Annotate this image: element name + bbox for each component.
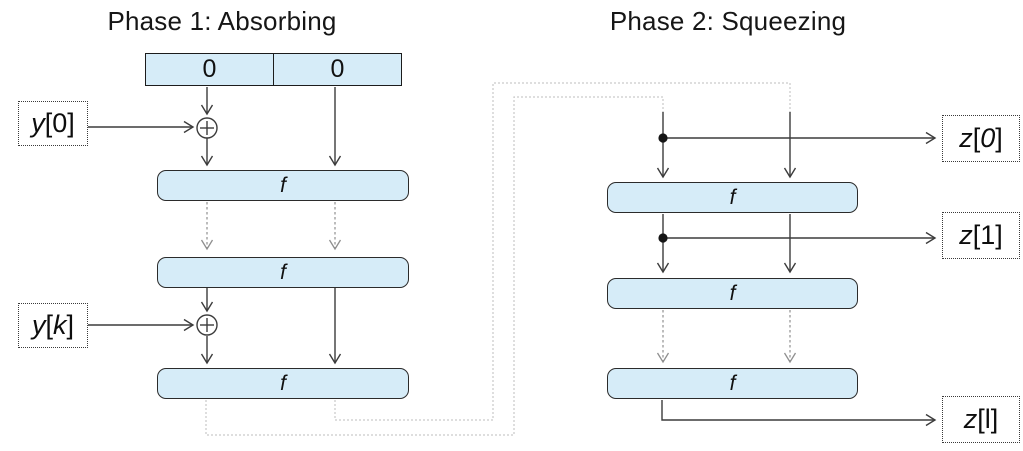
absorb-f-box-3: f (157, 368, 409, 399)
loop-wire-right-port (334, 82, 791, 421)
f-function-label: f (280, 173, 286, 197)
var-name: z (959, 220, 973, 250)
bracket: [ (977, 404, 985, 434)
output-z1-label: z[1] (942, 212, 1020, 259)
bracket: ] (66, 310, 75, 340)
bracket: ] (67, 108, 75, 138)
f-function-label: f (729, 371, 736, 395)
var-name: y (31, 108, 45, 138)
bracket: [ (44, 108, 53, 138)
var-name: z (963, 404, 978, 434)
xor-icon (196, 117, 218, 139)
faded-round-arrows (200, 202, 797, 364)
phase1-title: Phase 1: Absorbing (107, 6, 337, 36)
input-yk-label: y[k] (18, 303, 88, 348)
state-cell-capacity: 0 (330, 55, 345, 83)
bracket: ] (990, 404, 999, 434)
arrow (661, 400, 937, 427)
bracket: [ (45, 310, 53, 340)
squeeze-f-box-3: f (607, 368, 858, 399)
output-z0-label: z[0] (942, 115, 1020, 162)
f-function-label: f (280, 371, 286, 395)
var-name: y (31, 310, 46, 340)
state-cell-rate: 0 (146, 54, 274, 85)
absorb-f-box-1: f (157, 170, 409, 201)
output-zl-label: z[l] (942, 396, 1020, 443)
var-name: z (959, 123, 973, 153)
junction-dot (658, 133, 668, 143)
f-function-label: f (729, 281, 736, 305)
xor-icon (196, 314, 218, 336)
squeeze-f-box-1: f (607, 182, 858, 213)
phase2-title: Phase 2: Squeezing (609, 6, 847, 36)
junction-dot (658, 233, 668, 243)
index: 0 (980, 123, 996, 153)
f-function-label: f (280, 260, 286, 284)
state-box: 0 0 (145, 53, 402, 86)
index: k (53, 310, 67, 340)
index: 1 (980, 220, 996, 250)
input-y0-label: y[0] (18, 101, 88, 146)
absorb-f-box-2: f (157, 257, 409, 288)
f-function-label: f (729, 185, 736, 209)
index: 0 (52, 108, 68, 138)
loop-wires (205, 82, 791, 436)
loop-wire-left-port (205, 96, 664, 436)
squeeze-f-box-2: f (607, 278, 858, 309)
bracket: ] (995, 220, 1003, 250)
bracket: [ (972, 123, 981, 153)
main-wires (88, 87, 937, 427)
bracket: ] (995, 123, 1003, 153)
bracket: [ (972, 220, 981, 250)
index: l (984, 404, 991, 434)
